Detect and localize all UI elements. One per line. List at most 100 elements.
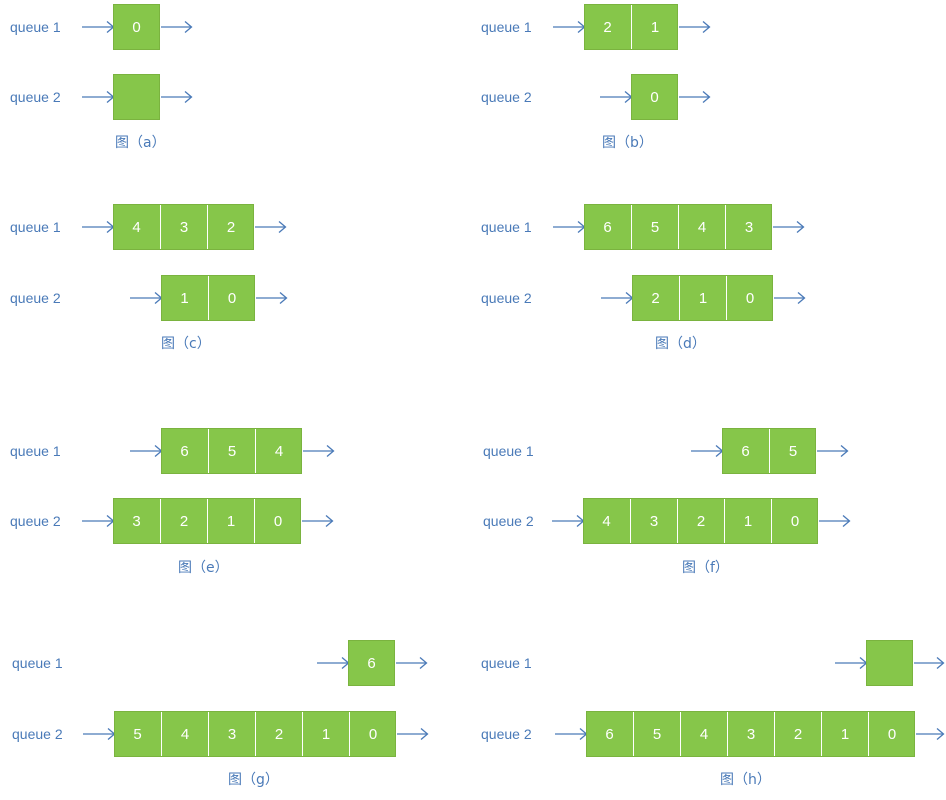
queue-cell: 3 <box>132 512 141 530</box>
panel-c-queue-2-out-arrow <box>256 292 288 304</box>
panel-g-queue-1-label: queue 1 <box>12 655 63 671</box>
panel-d-queue-1-in-arrow <box>553 221 586 233</box>
queue-cell: 0 <box>726 276 773 320</box>
panel-f-queue-1-in-arrow <box>691 445 724 457</box>
panel-b-queue-2-box: 0 <box>631 74 678 120</box>
queue-cell: 4 <box>680 712 727 756</box>
panel-e-queue-2-in-arrow <box>82 515 115 527</box>
queue-cell: 3 <box>725 205 772 249</box>
queue-cell: 6 <box>605 725 614 743</box>
panel-b-queue-1-out-arrow <box>679 21 711 33</box>
panel-g-queue-1-out-arrow <box>396 657 428 669</box>
panel-a-caption: 图（a） <box>115 135 166 151</box>
panel-a-queue-2-box <box>113 74 160 120</box>
panel-c-queue-1-out-arrow <box>255 221 287 233</box>
queue-cell: 0 <box>349 712 396 756</box>
panel-b-queue-2-out-arrow <box>679 91 711 103</box>
queue-cell: 6 <box>367 654 376 672</box>
panel-c-queue-2-in-arrow <box>130 292 163 304</box>
panel-f-queue-1-label: queue 1 <box>483 443 534 459</box>
queue-cell: 2 <box>207 205 254 249</box>
panel-a-queue-1-out-arrow <box>161 21 193 33</box>
panel-h-queue-2-out-arrow <box>916 728 945 740</box>
panel-g-queue-1-box: 6 <box>348 640 395 686</box>
queue-cell: 2 <box>255 712 302 756</box>
panel-b-queue-1-in-arrow <box>553 21 586 33</box>
queue-cell: 5 <box>208 429 255 473</box>
queue-cell: 6 <box>741 442 750 460</box>
panel-c-queue-1-in-arrow <box>82 221 115 233</box>
panel-e-queue-2-label: queue 2 <box>10 513 61 529</box>
queue-cell: 1 <box>207 499 254 543</box>
panel-a-queue-2-label: queue 2 <box>10 89 61 105</box>
panel-a-queue-1-in-arrow <box>82 21 115 33</box>
panel-f-queue-2-out-arrow <box>819 515 851 527</box>
queue-cell: 1 <box>724 499 771 543</box>
panel-f-queue-2-in-arrow <box>552 515 585 527</box>
queue-cell: 1 <box>679 276 726 320</box>
panel-a-queue-1-box: 0 <box>113 4 160 50</box>
queue-cell: 4 <box>602 512 611 530</box>
queue-cell: 3 <box>160 205 207 249</box>
panel-a-queue-2-out-arrow <box>161 91 193 103</box>
queue-cell: 1 <box>302 712 349 756</box>
queue-cell: 0 <box>208 276 255 320</box>
queue-cell <box>113 75 160 119</box>
queue-cell: 5 <box>769 429 816 473</box>
queue-cell: 2 <box>774 712 821 756</box>
queue-cell: 2 <box>603 18 612 36</box>
panel-h-queue-2-in-arrow <box>555 728 588 740</box>
panel-f-caption: 图（f） <box>682 560 729 576</box>
panel-d-queue-1-label: queue 1 <box>481 219 532 235</box>
queue-cell: 5 <box>631 205 678 249</box>
queue-cell: 0 <box>132 18 141 36</box>
panel-d-queue-2-out-arrow <box>774 292 806 304</box>
queue-cell: 0 <box>771 499 818 543</box>
queue-cell: 2 <box>677 499 724 543</box>
panel-f-queue-1-out-arrow <box>817 445 849 457</box>
panel-g-caption: 图（g） <box>228 772 279 788</box>
panel-g-queue-2-label: queue 2 <box>12 726 63 742</box>
panel-d-queue-2-in-arrow <box>601 292 634 304</box>
queue-cell: 6 <box>180 442 189 460</box>
queue-cell: 4 <box>255 429 302 473</box>
panel-b-caption: 图（b） <box>602 135 653 151</box>
panel-b-queue-1-label: queue 1 <box>481 19 532 35</box>
panel-h-caption: 图（h） <box>720 772 771 788</box>
panel-e-queue-2-out-arrow <box>302 515 334 527</box>
queue-cell: 4 <box>132 218 141 236</box>
panel-a-queue-2-in-arrow <box>82 91 115 103</box>
panel-h-queue-1-label: queue 1 <box>481 655 532 671</box>
panel-g-queue-2-in-arrow <box>83 728 116 740</box>
panel-g-queue-1-in-arrow <box>317 657 350 669</box>
panel-f-queue-2-label: queue 2 <box>483 513 534 529</box>
queue-cell: 3 <box>208 712 255 756</box>
queue-cell: 0 <box>254 499 301 543</box>
queue-cell: 4 <box>161 712 208 756</box>
queue-cell: 1 <box>631 5 678 49</box>
panel-g-queue-2-out-arrow <box>397 728 429 740</box>
panel-c-queue-2-label: queue 2 <box>10 290 61 306</box>
panel-h-queue-1-box <box>866 640 913 686</box>
queue-cell: 5 <box>633 712 680 756</box>
panel-a-queue-1-label: queue 1 <box>10 19 61 35</box>
queue-cell: 0 <box>650 88 659 106</box>
queue-cell: 3 <box>727 712 774 756</box>
queue-cell: 2 <box>651 289 660 307</box>
queue-cell: 5 <box>133 725 142 743</box>
panel-c-caption: 图（c） <box>161 336 211 352</box>
panel-b-queue-2-label: queue 2 <box>481 89 532 105</box>
panel-c-queue-1-label: queue 1 <box>10 219 61 235</box>
panel-d-queue-1-out-arrow <box>773 221 805 233</box>
